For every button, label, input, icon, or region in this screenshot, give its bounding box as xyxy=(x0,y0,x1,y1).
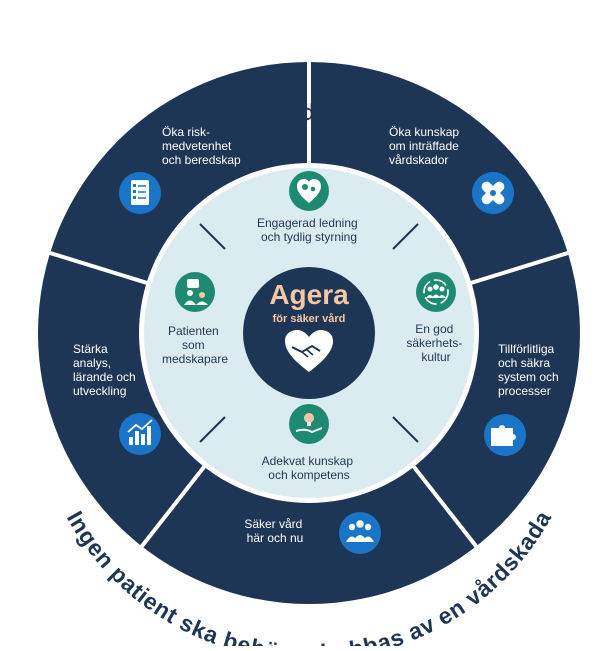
people-circle-icon xyxy=(416,272,456,312)
inner-segment-label-line: Engagerad ledning xyxy=(257,216,358,230)
bar-chart-icon xyxy=(119,413,161,455)
outer-segment-label-line: Stärka xyxy=(73,342,108,356)
inner-segment-label-line: och kompetens xyxy=(268,468,349,482)
inner-segment-label-line: som xyxy=(182,338,205,352)
svg-text:Engagerad ledning och ty: Engagerad ledning och tydlig styrning xyxy=(257,216,361,244)
center-title: Agera xyxy=(269,279,349,310)
outer-segment-label-line: Öka risk- xyxy=(162,125,210,139)
outer-segment-label-line: och säkra xyxy=(498,356,550,370)
outer-segment-label-line: Öka kunskap xyxy=(389,125,459,139)
svg-text:Öka kunskap om inträffad: Öka kunskap om inträffade vårdskador xyxy=(389,125,462,167)
outer-segment-risk-awareness: Öka risk- medvetenhet och beredskap xyxy=(119,125,241,214)
outer-segment-reliable-systems: Tillförlitliga och säkra system och proc… xyxy=(484,342,562,456)
svg-text:Tillförlitliga och säkra: Tillförlitliga och säkra system och proc… xyxy=(498,342,562,398)
group-icon xyxy=(339,512,381,554)
svg-text:Öka risk- medvetenhet: Öka risk- medvetenhet och beredskap xyxy=(162,125,241,167)
inner-segment-leadership: Engagerad ledning och tydlig styrning xyxy=(257,171,361,244)
inner-segment-label-line: Adekvat kunskap xyxy=(262,454,354,468)
inner-segment-label-line: säkerhets- xyxy=(406,336,462,350)
outer-segment-label-line: processer xyxy=(498,384,551,398)
outer-segment-label-line: och beredskap xyxy=(162,153,241,167)
outer-segment-label-line: system och xyxy=(498,370,559,384)
svg-text:Patienten som meds: Patienten som medskapare xyxy=(162,324,228,366)
outer-segment-label-line: om inträffade xyxy=(389,139,459,153)
outer-segment-label-line: vårdskador xyxy=(389,153,448,167)
inner-segment-knowledge: Adekvat kunskap och kompetens xyxy=(262,404,357,482)
outer-segment-label-line: utveckling xyxy=(73,384,126,398)
outer-segment-label-line: medvetenhet xyxy=(162,139,232,153)
outer-segment-knowledge-injuries: Öka kunskap om inträffade vårdskador xyxy=(389,125,514,214)
center-circle xyxy=(243,267,375,399)
svg-text:Adekvat kunskap och komp: Adekvat kunskap och kompetens xyxy=(262,454,357,482)
heart-handshake-icon xyxy=(285,330,333,372)
inner-segment-patient: Patienten som medskapare xyxy=(162,272,228,366)
inner-segment-label-line: En god xyxy=(415,322,453,336)
center-subtitle: för säker vård xyxy=(273,313,346,325)
inner-segment-label-line: kultur xyxy=(421,350,450,364)
outer-segment-analysis-learning: Stärka analys, lärande och utveckling xyxy=(73,342,161,455)
svg-text:Säker vård här och nu: Säker vård här och nu xyxy=(244,517,305,545)
inner-segment-label-line: medskapare xyxy=(162,352,228,366)
outer-segment-label-line: här och nu xyxy=(247,531,304,545)
outer-segment-label-line: analys, xyxy=(73,356,111,370)
svg-text:Stärka analys, lär: Stärka analys, lärande och utveckling xyxy=(73,342,139,398)
inner-dividers xyxy=(199,223,419,443)
svg-text:En god säkerhets-: En god säkerhets- kultur xyxy=(406,322,465,364)
patient-chat-icon xyxy=(175,272,215,312)
outer-segment-safe-care-now: Säker vård här och nu xyxy=(244,512,381,554)
inner-segment-culture: En god säkerhets- kultur xyxy=(406,272,465,364)
outer-segment-label-line: Tillförlitliga xyxy=(498,342,555,356)
inner-segment-label-line: Patienten xyxy=(168,324,219,338)
outer-segment-label-line: Säker vård xyxy=(244,517,302,531)
inner-segment-label-line: och tydlig styrning xyxy=(261,230,357,244)
outer-segment-label-line: lärande och xyxy=(73,370,136,384)
